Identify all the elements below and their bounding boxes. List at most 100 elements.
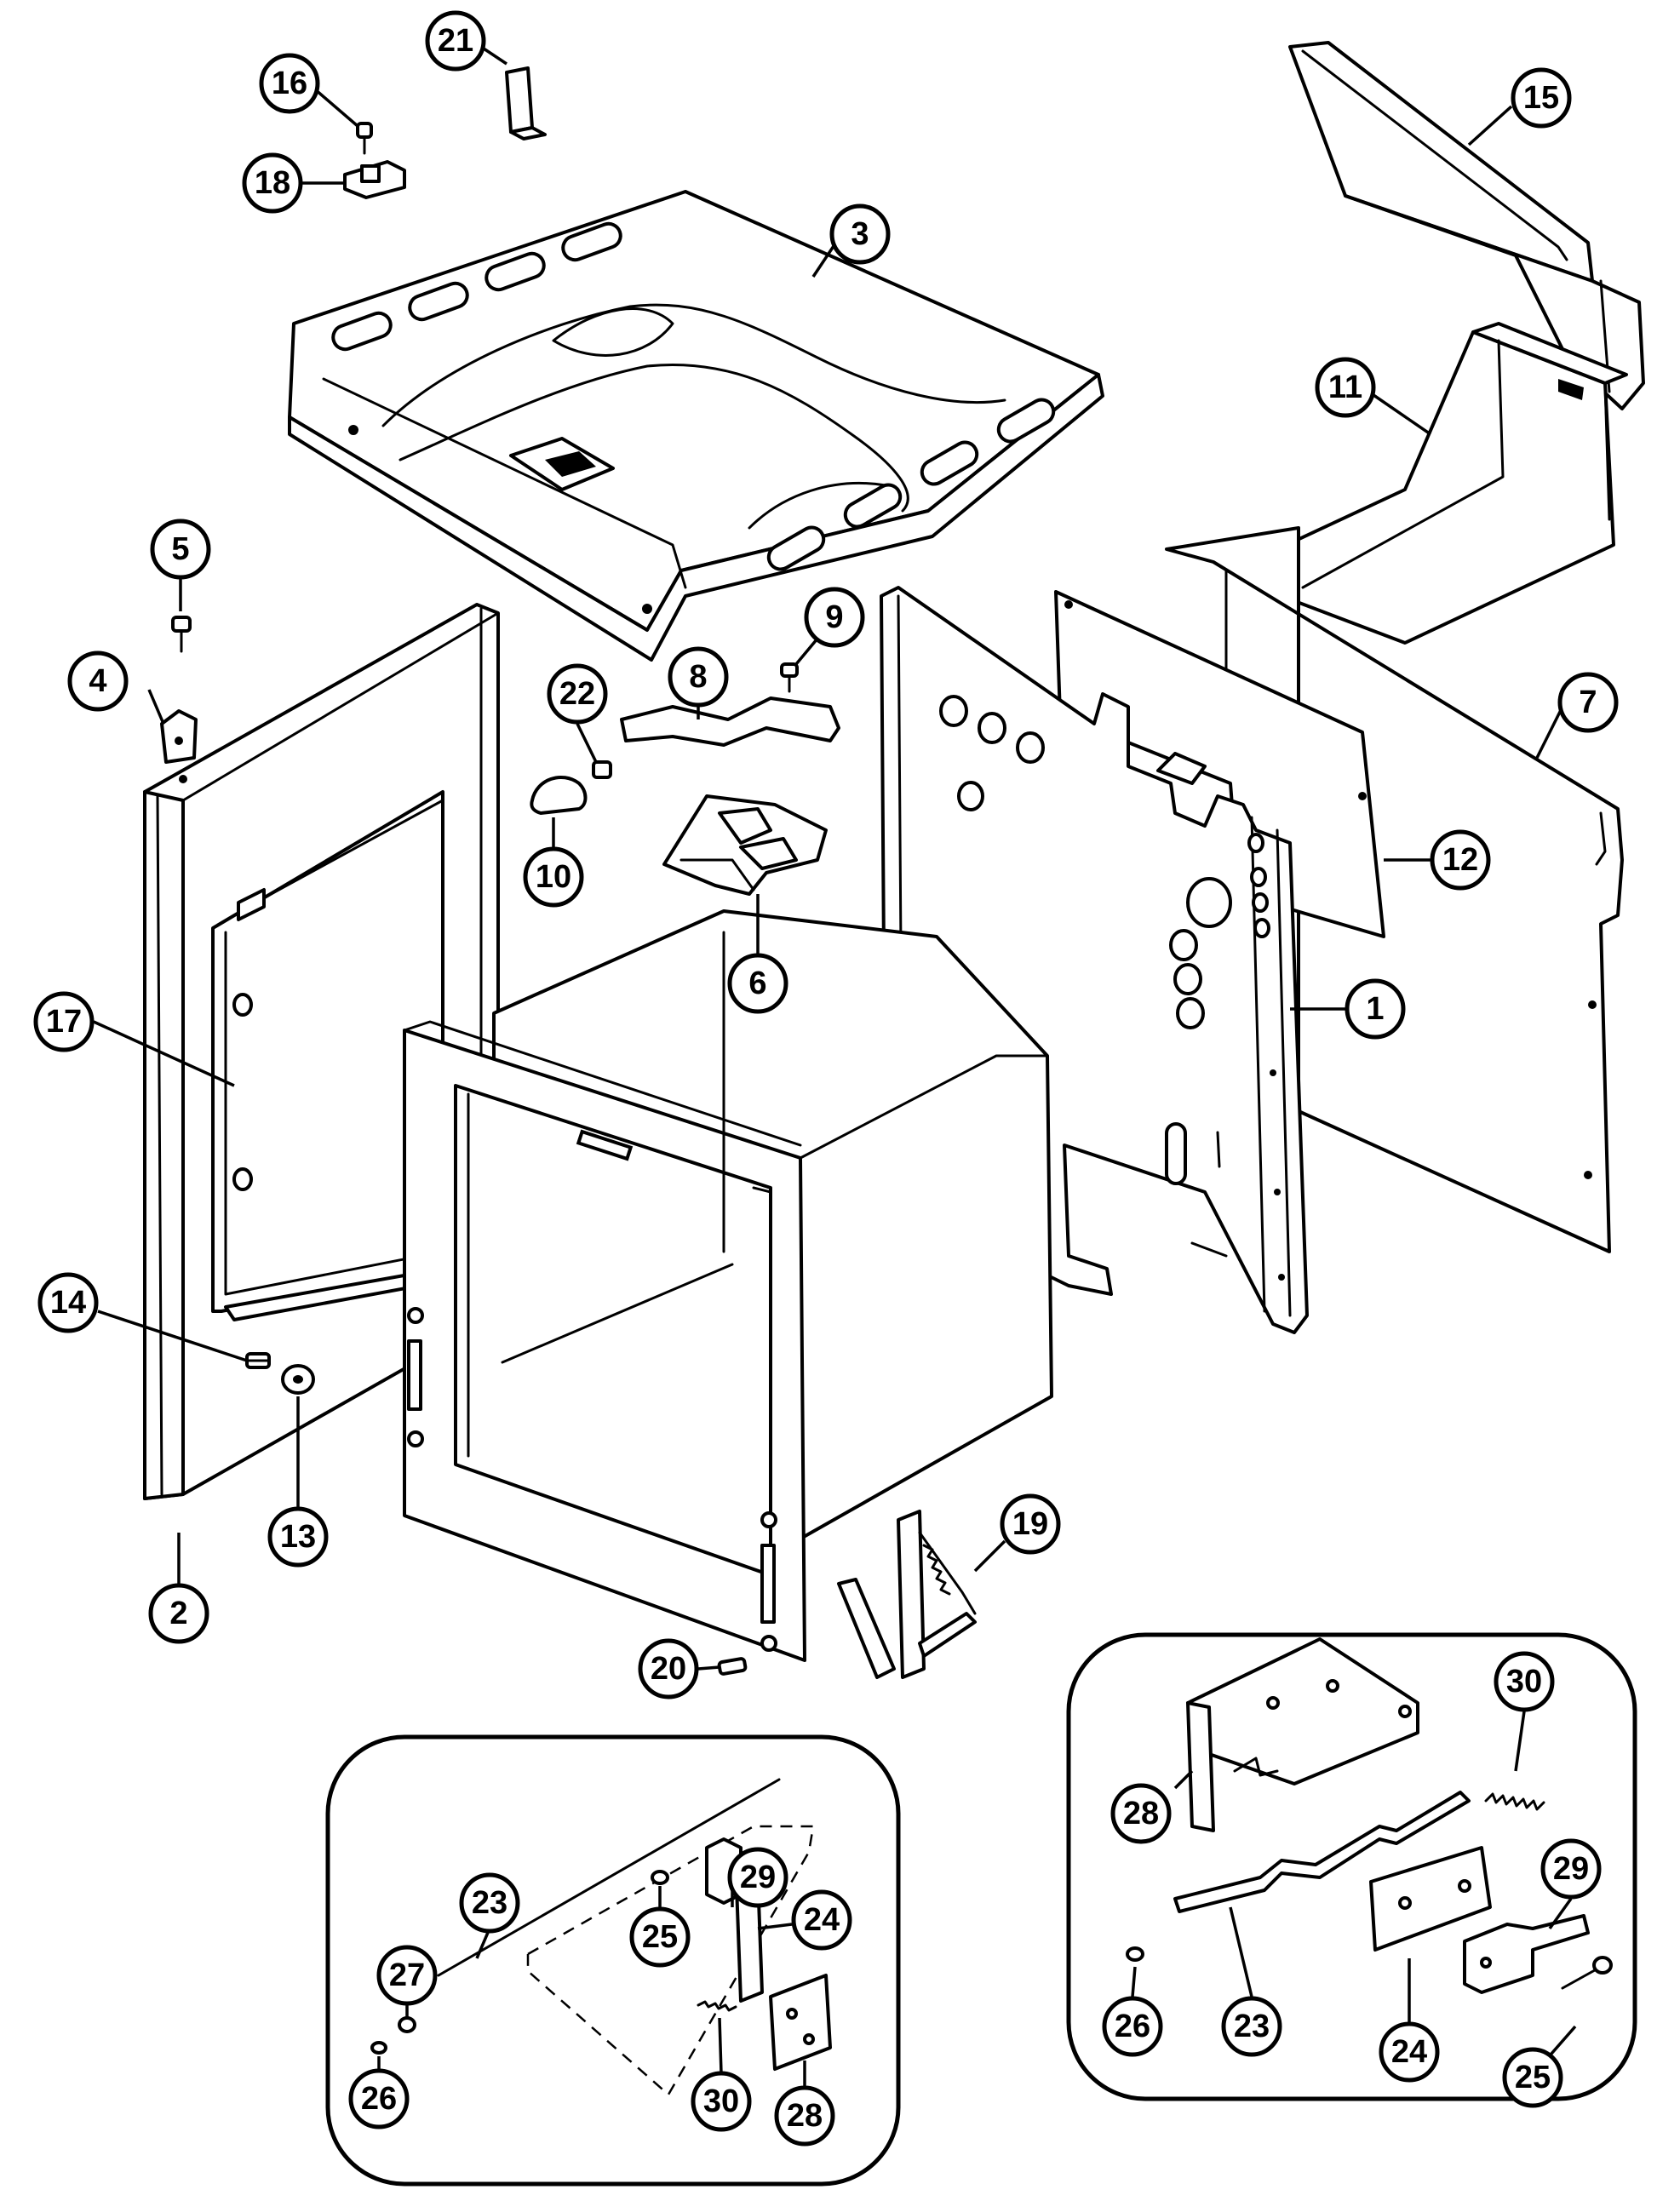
inset-left-callout-30: 30 <box>691 2071 752 2132</box>
inset-left-callout-25: 25 <box>629 1906 691 1968</box>
svg-text:29: 29 <box>740 1860 776 1895</box>
top-panel-slots-right <box>766 398 1056 571</box>
inset-left-callout-28: 28 <box>774 2085 835 2147</box>
inset-left-bracket <box>769 1974 832 2071</box>
inset-left-rod <box>437 1778 781 1977</box>
svg-text:15: 15 <box>1523 80 1559 116</box>
svg-text:20: 20 <box>651 1651 686 1687</box>
callout-13: 13 <box>267 1506 329 1568</box>
svg-text:14: 14 <box>50 1285 86 1321</box>
svg-text:28: 28 <box>1123 1796 1159 1831</box>
callout-12: 12 <box>1430 829 1491 891</box>
svg-text:26: 26 <box>361 2081 397 2117</box>
part-8-rod <box>620 696 840 747</box>
svg-text:26: 26 <box>1115 2009 1150 2044</box>
inset-right-plate <box>1369 1846 1492 1952</box>
svg-text:9: 9 <box>825 599 843 635</box>
inset-right-rod <box>1173 1791 1471 1913</box>
svg-text:30: 30 <box>703 2083 739 2119</box>
svg-text:1: 1 <box>1366 991 1384 1027</box>
callout-2: 2 <box>148 1583 209 1644</box>
svg-text:5: 5 <box>171 531 189 567</box>
callout-6: 6 <box>727 953 788 1014</box>
svg-text:25: 25 <box>1515 2060 1551 2095</box>
callout-4: 4 <box>67 651 129 712</box>
svg-text:11: 11 <box>1328 370 1362 405</box>
part-14-screw <box>245 1352 271 1369</box>
callout-22: 22 <box>547 663 608 725</box>
callout-18: 18 <box>242 152 303 214</box>
svg-text:4: 4 <box>89 663 106 699</box>
inset-left-clip <box>370 2041 387 2055</box>
svg-text:3: 3 <box>851 216 869 252</box>
inset-left-screw <box>651 1870 669 1885</box>
svg-text:24: 24 <box>804 1902 840 1938</box>
part-9-screw <box>780 662 799 693</box>
svg-text:24: 24 <box>1391 2034 1427 2070</box>
inset-right-switch <box>1463 1914 1590 1994</box>
callout-15: 15 <box>1511 67 1572 129</box>
part-11-vent-duct <box>1276 322 1628 645</box>
inset-right-door-switch-assembly <box>1066 1632 1637 2101</box>
inset-right-callout-23: 23 <box>1221 1996 1282 2057</box>
inset-right-callout-26: 26 <box>1102 1996 1163 2057</box>
svg-text:16: 16 <box>272 66 307 101</box>
inset-right-callout-30: 30 <box>1494 1651 1555 1712</box>
svg-text:22: 22 <box>559 676 595 712</box>
svg-text:12: 12 <box>1442 842 1478 878</box>
part-1-holes <box>939 695 1270 1258</box>
svg-text:19: 19 <box>1012 1506 1048 1542</box>
svg-text:2: 2 <box>169 1596 187 1631</box>
inset-left-callout-29: 29 <box>727 1847 788 1908</box>
svg-text:18: 18 <box>255 165 290 201</box>
svg-text:29: 29 <box>1553 1851 1589 1887</box>
callout-21: 21 <box>425 10 486 72</box>
svg-text:13: 13 <box>280 1519 316 1555</box>
callout-3: 3 <box>829 203 891 265</box>
inset-left-callout-26: 26 <box>348 2068 410 2129</box>
part-21-bracket <box>505 66 547 140</box>
inset-left-washer <box>398 2016 416 2033</box>
svg-text:23: 23 <box>472 1885 507 1921</box>
part-5-screw <box>171 616 192 653</box>
inset-right-callout-29: 29 <box>1540 1838 1602 1900</box>
svg-text:21: 21 <box>438 23 473 59</box>
part-6-latch <box>662 794 828 896</box>
callout-5: 5 <box>150 519 211 580</box>
inset-right-clip <box>1126 1946 1144 1962</box>
callout-1: 1 <box>1345 978 1406 1040</box>
svg-text:28: 28 <box>787 2098 823 2134</box>
svg-text:30: 30 <box>1506 1664 1542 1699</box>
inset-right-callout-28: 28 <box>1110 1783 1172 1844</box>
part-19-hinge <box>837 1510 977 1679</box>
inset-left-spring <box>697 2000 737 2012</box>
callout-19: 19 <box>1000 1493 1061 1555</box>
callout-11: 11 <box>1315 357 1376 418</box>
svg-text:10: 10 <box>536 859 571 895</box>
inset-right-callout-25: 25 <box>1502 2047 1563 2108</box>
part-10-knob <box>530 775 588 815</box>
callout-10: 10 <box>523 846 584 908</box>
svg-text:8: 8 <box>689 659 707 695</box>
svg-text:27: 27 <box>389 1957 425 1993</box>
part-18-switch <box>343 160 406 199</box>
callout-14: 14 <box>37 1272 99 1333</box>
top-panel-slots-left <box>331 221 622 352</box>
part-16-screw <box>356 122 373 155</box>
inset-left-callout-23: 23 <box>459 1872 520 1934</box>
inset-left-callout-27: 27 <box>376 1945 438 2006</box>
callout-7: 7 <box>1557 672 1619 733</box>
oven-cavity <box>403 909 1053 1662</box>
svg-text:7: 7 <box>1579 685 1597 720</box>
callout-8: 8 <box>668 646 729 708</box>
svg-text:25: 25 <box>642 1919 678 1955</box>
top-panel-part <box>288 190 1104 662</box>
callout-9: 9 <box>804 587 865 648</box>
part-13-spacer <box>281 1364 315 1395</box>
part-20-screw <box>717 1657 748 1676</box>
inset-right-spring <box>1484 1792 1545 1811</box>
svg-text:17: 17 <box>46 1004 82 1040</box>
part-4-bracket <box>160 709 198 764</box>
svg-text:23: 23 <box>1234 2009 1270 2044</box>
